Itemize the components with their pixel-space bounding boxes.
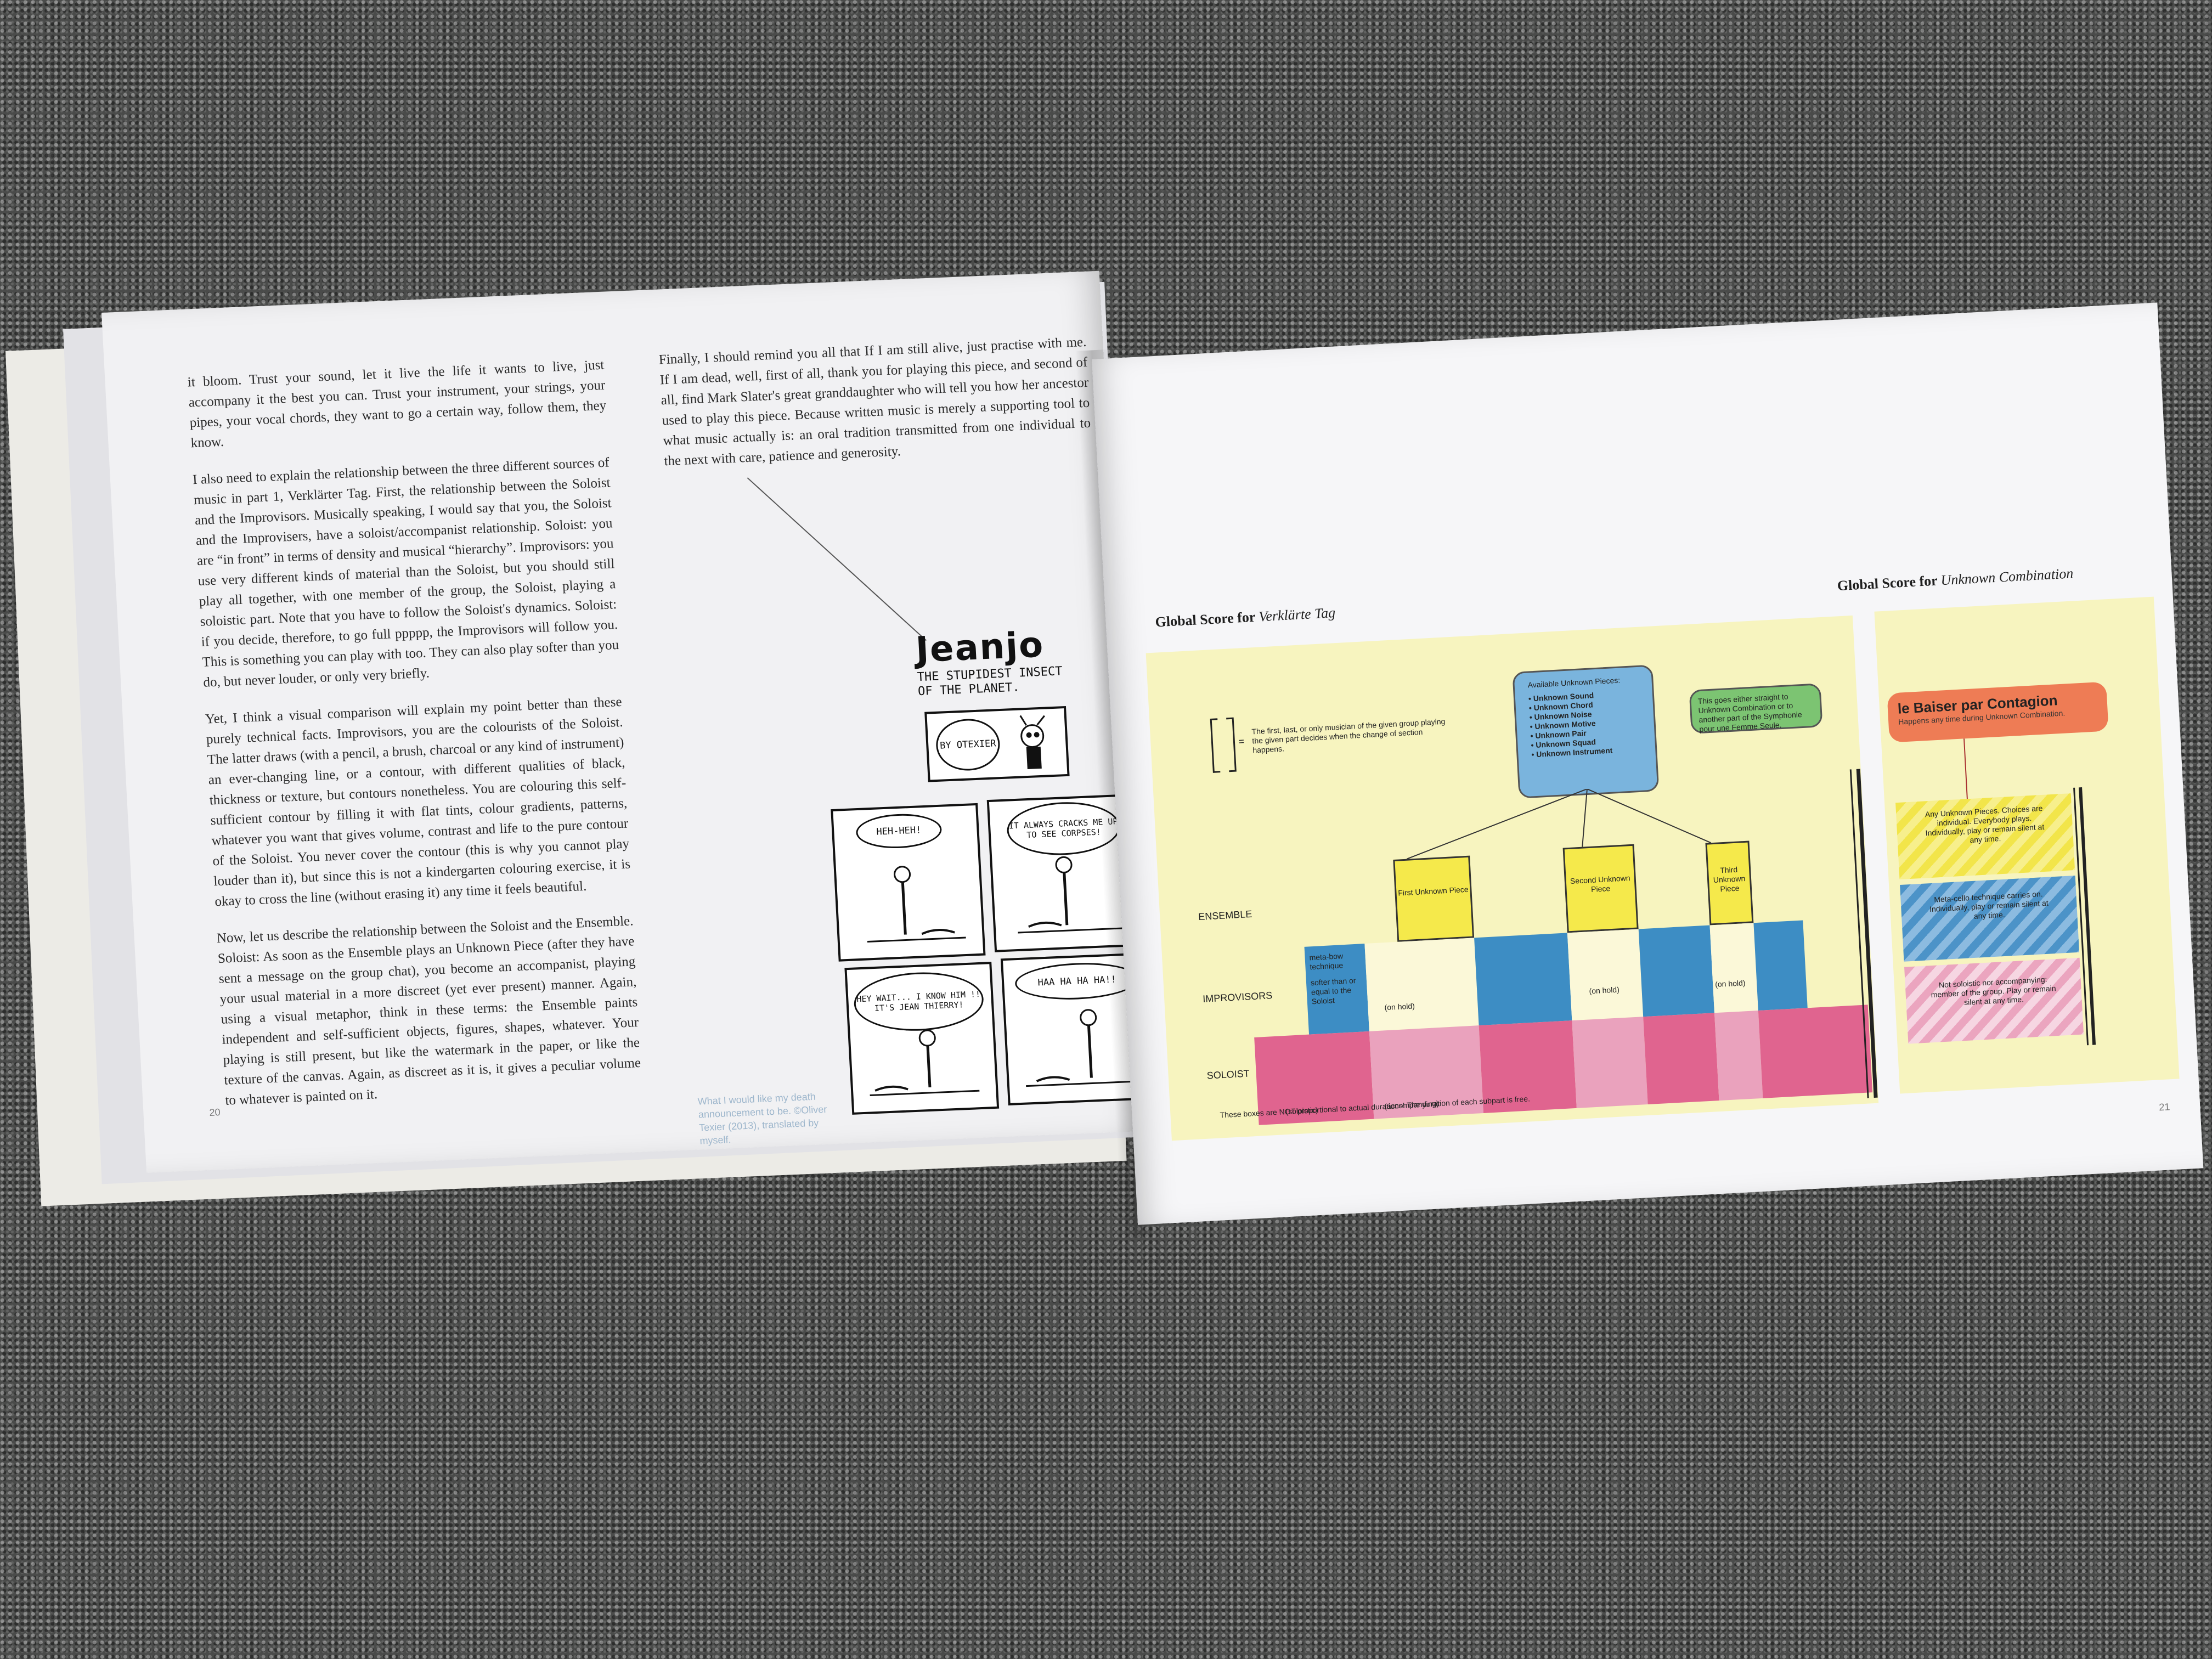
meta-bow-label: meta-bow technique <box>1309 951 1344 972</box>
improv-meta-bow-block: meta-bow technique softer than or equal … <box>1304 944 1369 1035</box>
improv-play-2 <box>1638 925 1714 1017</box>
insect-drawing <box>1026 1009 1136 1087</box>
row-label-improvisors: IMPROVISORS <box>1202 990 1273 1005</box>
score-title-verklarte: Global Score for Verklärte Tag <box>1154 605 1336 630</box>
insect-drawing <box>867 866 966 943</box>
text-column-right: Finally, I should remind you all that If… <box>658 332 1093 488</box>
improv-play-3 <box>1753 920 1808 1011</box>
score-panel-verklarte: = The first, last, or only musician of t… <box>1146 615 1879 1141</box>
score-title-unknown-combination: Global Score for Unknown Combination <box>1837 565 2074 594</box>
bracket-icon <box>1210 717 1237 773</box>
improv-hold-3: (on hold) <box>1709 923 1758 1013</box>
comic-panel-2: IT ALWAYS CRACKS ME UP TO SEE CORPSES! <box>986 793 1142 952</box>
score-panel-unknown-combination: le Baiser par Contagion Happens any time… <box>1874 596 2180 1094</box>
byline-bubble: BY OTEXIER <box>934 718 1001 772</box>
ensemble-third-piece: Third Unknown Piece <box>1705 840 1754 926</box>
comic-subtitle: THE STUPIDEST INSECT OF THE PLANET. <box>917 664 1063 699</box>
choice-box-pink: Not soloistic nor accompanying: member o… <box>1904 957 2084 1044</box>
softer-label: softer than or equal to the Soloist <box>1310 976 1356 1006</box>
insect-drawing <box>1018 856 1128 934</box>
row-label-ensemble: ENSEMBLE <box>1198 908 1252 923</box>
comic-caption: What I would like my death announcement … <box>697 1091 827 1147</box>
comic-title: Jeanjo <box>915 624 1045 671</box>
soloist-segment <box>1643 1013 1719 1104</box>
insect-drawing <box>870 1029 980 1097</box>
comic-panel-3: HEY WAIT... I KNOW HIM !! IT'S JEAN THIE… <box>844 962 1000 1115</box>
improv-play-1 <box>1474 933 1572 1026</box>
improv-hold-2: (on hold) <box>1567 929 1644 1021</box>
page-number-left: 20 <box>209 1107 221 1118</box>
ensemble-first-piece: First Unknown Piece <box>1393 855 1475 942</box>
row-label-soloist: SOLOIST <box>1206 1068 1250 1081</box>
on-hold-label: (on hold) <box>1589 985 1620 996</box>
connector-lines <box>1406 788 1711 860</box>
paragraph: Yet, I think a visual comparison will ex… <box>205 694 631 910</box>
comic-panel-4: HAA HA HA HA!! <box>1000 952 1155 1105</box>
legend-text: The first, last, or only musician of the… <box>1251 716 1446 755</box>
on-hold-label: (on hold) <box>1384 1001 1415 1012</box>
soloist-segment <box>1758 1005 1873 1098</box>
baiser-bubble: le Baiser par Contagion Happens any time… <box>1887 681 2109 743</box>
available-title: Available Unknown Pieces: <box>1527 675 1621 690</box>
on-hold-label: (on hold) <box>1714 978 1746 989</box>
paragraph: Finally, I should remind you all that If… <box>658 334 1091 469</box>
available-pieces-box: Available Unknown Pieces: • Unknown Soun… <box>1512 664 1660 799</box>
text-column-left: it bloom. Trust your sound, let it live … <box>187 355 643 1127</box>
comic-panel-1: HEH-HEH! <box>831 803 986 962</box>
speech-bubble: HEY WAIT... I KNOW HIM !! IT'S JEAN THIE… <box>853 969 985 1034</box>
left-page: it bloom. Trust your sound, let it live … <box>101 270 1155 1173</box>
speech-bubble: HEH-HEH! <box>855 812 943 850</box>
soloist-segment <box>1572 1017 1648 1108</box>
ensemble-second-piece: Second Unknown Piece <box>1562 844 1639 933</box>
legend-equals: = <box>1238 736 1245 747</box>
pointer-line <box>747 477 927 641</box>
right-page: Global Score for Verklärte Tag Global Sc… <box>1092 302 2204 1225</box>
choice-box-blue: Meta-cello technique carries on. Individ… <box>1900 875 2080 962</box>
paragraph: I also need to explain the relationship … <box>192 455 619 690</box>
paragraph: Now, let us describe the relationship be… <box>216 913 641 1108</box>
comic-byline-panel: BY OTEXIER <box>924 706 1070 782</box>
choice-box-yellow: Any Unknown Pieces. Choices are individu… <box>1895 793 2075 879</box>
improv-hold-1: (on hold) <box>1364 938 1479 1031</box>
paragraph: it bloom. Trust your sound, let it live … <box>187 357 607 451</box>
insect-drawing <box>1019 715 1045 770</box>
comic-header: Jeanjo THE STUPIDEST INSECT OF THE PLANE… <box>915 623 1082 699</box>
green-note: This goes either straight to Unknown Com… <box>1689 683 1823 734</box>
connector-line <box>1963 738 1968 799</box>
page-number-right: 21 <box>2158 1101 2170 1113</box>
soloist-segment <box>1714 1011 1763 1101</box>
